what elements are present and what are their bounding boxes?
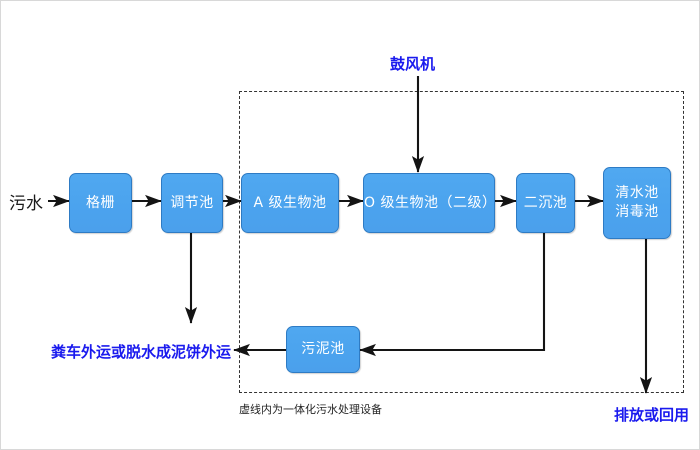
node-a-stage-bio-tank[interactable]: A 级生物池 [241,173,339,233]
node-clearwater-tank-label-line2: 消毒池 [615,204,659,220]
node-o-stage-bio-tank-label: O 级生物池（二级） [364,194,497,211]
node-sludge-tank-label: 污泥池 [301,341,345,358]
node-clearwater-tank-label-line1: 清水池 [615,185,659,202]
inlet-label: 污水 [9,194,43,214]
dashed-box-caption: 虚线内为一体化污水处理设备 [239,403,382,416]
node-clearwater-disinfection-tank[interactable]: 清水池 消毒池 [603,167,671,239]
node-o-stage-bio-tank[interactable]: O 级生物池（二级） [363,173,497,233]
node-grille[interactable]: 格栅 [69,173,132,233]
arrow-secondary-to-sludge-tank [359,232,546,357]
sludge-outlet-label: 粪车外运或脱水成泥饼外运 [51,343,232,361]
node-a-stage-bio-tank-label: A 级生物池 [253,194,327,211]
node-sludge-tank[interactable]: 污泥池 [286,326,360,373]
node-regulating-tank[interactable]: 调节池 [161,173,223,233]
integrated-equipment-boundary [239,91,684,393]
node-secondary-sedimentation-tank-label: 二沉池 [523,194,568,211]
node-grille-label: 格栅 [86,194,115,211]
node-regulating-tank-label: 调节池 [170,194,214,211]
effluent-label: 排放或回用 [614,406,690,424]
blower-label: 鼓风机 [390,55,436,73]
node-secondary-sedimentation-tank[interactable]: 二沉池 [516,173,575,233]
